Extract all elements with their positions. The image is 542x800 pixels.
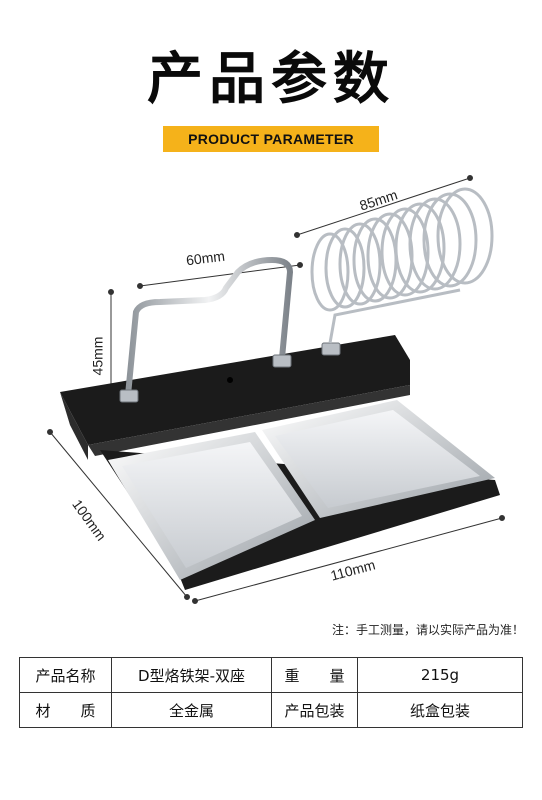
param-value: D型烙铁架-双座	[111, 657, 272, 693]
param-label: 产品名称	[19, 657, 112, 693]
subtitle-banner: PRODUCT PARAMETER	[163, 126, 379, 152]
table-row: 产品名称 D型烙铁架-双座 重 量 215g	[19, 657, 523, 693]
subtitle-text: PRODUCT PARAMETER	[188, 131, 354, 147]
table-row: 材 质 全金属 产品包装 纸盒包装	[19, 692, 523, 728]
param-value: 全金属	[111, 692, 272, 728]
dimension-lines	[47, 175, 505, 604]
param-label: 产品包装	[271, 692, 358, 728]
wire-holder	[125, 256, 294, 398]
param-value: 215g	[357, 657, 523, 693]
param-label: 重 量	[271, 657, 358, 693]
measurement-note: 注：手工测量，请以实际产品为准！	[331, 623, 524, 637]
product-illustration	[47, 175, 505, 604]
right-tray	[262, 400, 495, 518]
coil-spring	[310, 187, 494, 344]
parameter-table: 产品名称 D型烙铁架-双座 重 量 215g 材 质 全金属 产品包装 纸盒包装	[19, 657, 523, 728]
param-label: 材 质	[19, 692, 112, 728]
left-tray	[108, 432, 315, 580]
param-value: 纸盒包装	[357, 692, 523, 728]
dimension-label-45: 45mm	[89, 336, 106, 376]
page-title: 产品参数	[147, 47, 395, 112]
